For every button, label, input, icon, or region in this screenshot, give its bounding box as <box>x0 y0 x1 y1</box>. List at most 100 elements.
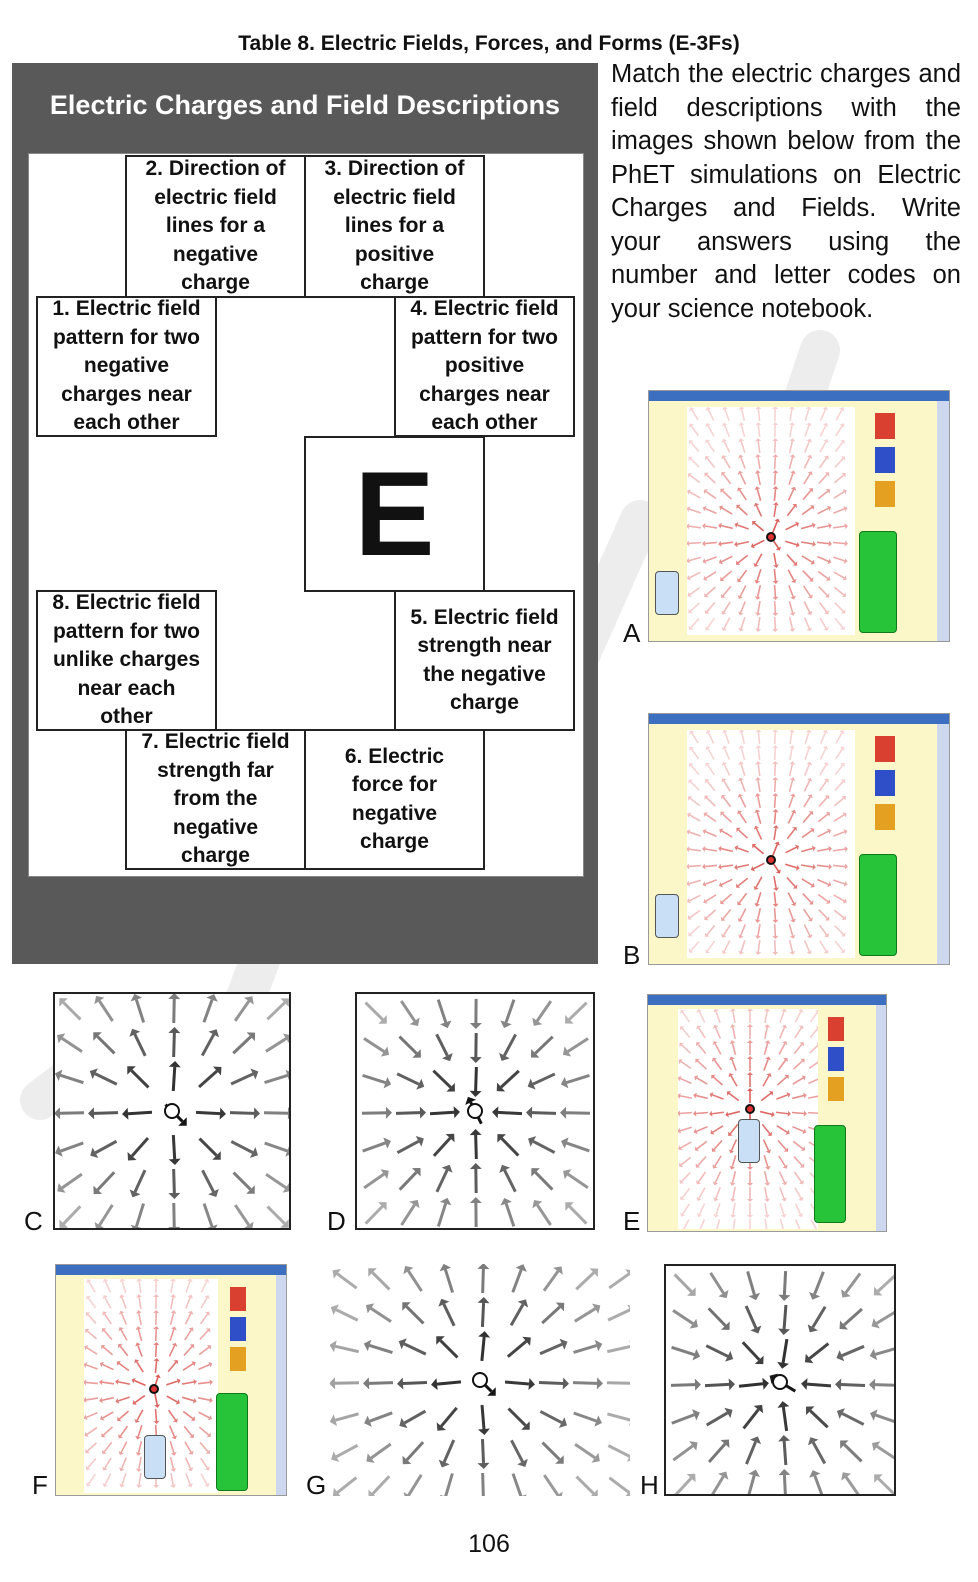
field-arrow-head <box>132 1400 137 1405</box>
field-arrow-head <box>807 1437 819 1446</box>
field-arrow-head <box>84 1379 87 1386</box>
field-arrow-head <box>171 1342 178 1347</box>
field-arrow <box>794 1011 802 1023</box>
field-arrow-head <box>135 1326 142 1330</box>
field-arrow-head <box>131 1377 136 1384</box>
field-arrow <box>154 1360 158 1374</box>
field-arrow <box>794 1187 802 1199</box>
field-arrow <box>791 1111 805 1115</box>
field-arrow-head <box>687 575 691 581</box>
field-arrow <box>136 1361 144 1373</box>
field-arrow-head <box>766 1073 772 1078</box>
field-arrow <box>744 1305 758 1329</box>
field-arrow-head <box>755 438 762 442</box>
field-arrow-head <box>522 1336 531 1346</box>
field-arrow-head <box>725 1350 734 1362</box>
field-arrow <box>793 1060 803 1070</box>
field-arrow <box>835 732 843 744</box>
field-arrow-head <box>679 1179 685 1184</box>
field-arrow-head <box>825 593 830 598</box>
field-arrow <box>807 1095 818 1099</box>
field-arrow <box>801 506 813 516</box>
field-arrow <box>706 617 716 629</box>
field-arrow <box>198 1137 218 1157</box>
field-arrow <box>335 1444 359 1458</box>
field-arrow <box>511 1269 523 1293</box>
field-arrow-head <box>712 1024 719 1029</box>
field-arrow-head <box>755 628 762 632</box>
field-arrow-head <box>839 423 845 428</box>
field-arrow <box>538 1380 564 1386</box>
field-arrow <box>788 473 794 485</box>
field-arrow <box>689 894 701 902</box>
field-arrow <box>834 764 844 776</box>
field-arrow-head <box>795 521 800 527</box>
field-arrow <box>443 1269 455 1293</box>
field-arrow-head <box>824 795 830 800</box>
field-arrow <box>396 1139 420 1155</box>
field-arrow-head <box>755 730 762 733</box>
field-arrow <box>62 1205 82 1225</box>
field-arrow <box>757 424 761 438</box>
field-arrow-head <box>781 1181 788 1186</box>
field-arrow <box>792 1077 804 1085</box>
field-arrow-head <box>692 1348 701 1361</box>
field-arrow-head <box>754 579 761 584</box>
field-arrow-head <box>678 1092 681 1099</box>
field-arrow-head <box>703 489 708 495</box>
field-arrow <box>371 1271 391 1291</box>
field-arrow-head <box>806 761 813 766</box>
field-arrow <box>96 1035 116 1055</box>
field-arrow-head <box>118 1434 123 1439</box>
field-arrow <box>181 1381 195 1385</box>
field-arrow <box>705 894 717 902</box>
field-arrow <box>757 616 761 630</box>
field-arrow <box>834 781 844 791</box>
field-arrow-head <box>791 901 797 906</box>
field-arrow-head <box>280 1219 289 1228</box>
field-arrow-head <box>754 919 761 923</box>
field-arrow-head <box>738 627 744 632</box>
field-arrow <box>819 425 827 437</box>
field-arrow <box>689 879 701 885</box>
field-arrow <box>761 1123 771 1135</box>
field-arrow-head <box>808 811 814 816</box>
field-arrow <box>689 571 701 579</box>
field-arrow-head <box>737 810 743 815</box>
field-arrow <box>773 939 777 953</box>
field-arrow <box>138 1456 142 1470</box>
voltmeter-icon <box>655 571 679 615</box>
field-arrow <box>773 811 777 825</box>
field-arrow-head <box>84 1414 88 1421</box>
field-arrow <box>435 1169 449 1193</box>
field-arrow <box>442 1439 456 1463</box>
field-arrow-head <box>365 1303 375 1314</box>
field-arrow-head <box>738 745 745 749</box>
field-arrow <box>778 1155 786 1167</box>
field-arrow-head <box>727 1131 733 1137</box>
field-arrow-head <box>799 1041 805 1047</box>
field-arrow-head <box>136 1294 142 1298</box>
field-arrow <box>773 456 777 470</box>
field-arrow <box>200 1033 216 1057</box>
field-arrow <box>818 601 828 613</box>
field-arrow <box>724 732 730 744</box>
field-arrow <box>773 795 777 809</box>
field-arrow-head <box>135 1435 141 1440</box>
field-arrow <box>833 909 845 919</box>
field-arrow-head <box>175 1399 180 1405</box>
field-arrow <box>119 1425 129 1437</box>
field-arrow <box>779 1219 784 1229</box>
field-arrow-head <box>754 902 761 907</box>
field-arrow <box>817 830 829 838</box>
field-arrow-head <box>721 610 727 615</box>
field-arrow-head <box>411 1167 421 1177</box>
field-arrow-head <box>749 1436 762 1445</box>
field-arrow <box>747 1475 756 1494</box>
field-arrow-head <box>737 901 742 906</box>
field-arrow-head <box>753 502 760 507</box>
field-arrow <box>402 1380 428 1386</box>
field-arrow <box>688 541 702 545</box>
field-arrow-head <box>789 777 796 781</box>
field-arrow-head <box>782 1041 788 1046</box>
